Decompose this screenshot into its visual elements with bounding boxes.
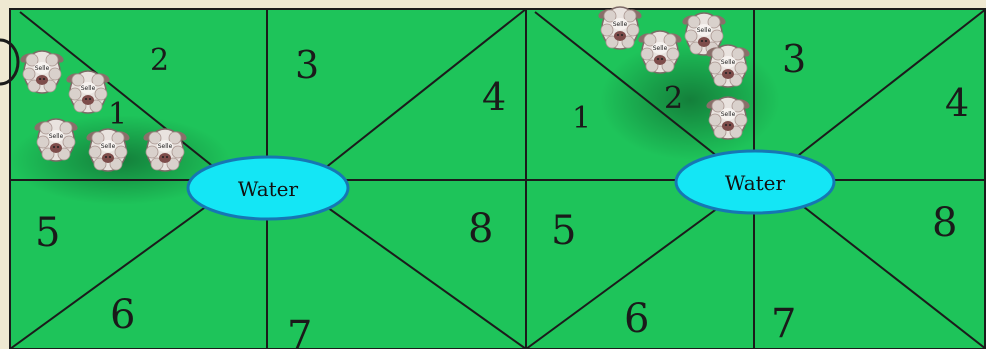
p2-section-8-label: 8	[932, 200, 957, 246]
sheep-marking-text: Selle	[613, 21, 628, 28]
p2-section-7-label: 7	[771, 301, 796, 347]
sheep-marking-text: Selle	[101, 143, 116, 150]
p2-section-3-label: 3	[782, 37, 806, 81]
paddock-2: 1 3 4 5 6 7 8 Water	[526, 9, 986, 349]
sheep-marking-text: Selle	[653, 45, 668, 52]
p2-section-5-label: 5	[551, 208, 576, 254]
sheep-marking-text: Selle	[158, 143, 173, 150]
p2-section-1-label: 1	[572, 101, 591, 136]
sheep-marking-text: Selle	[49, 133, 64, 140]
paddock-1: 2 3 4 5 6 7 8 Water	[10, 9, 526, 349]
sheep-marking-text: Selle	[721, 111, 736, 118]
p1-water-label: Water	[238, 177, 299, 201]
p1-section-4-label: 4	[482, 75, 506, 119]
sheep-marking-text: Selle	[697, 27, 712, 34]
p2-water-label: Water	[725, 171, 786, 195]
p1-section-2-label: 2	[150, 43, 169, 78]
p1-section-3-label: 3	[295, 43, 319, 87]
p1-section-7-label: 7	[287, 313, 312, 349]
p2-section-6-label: 6	[624, 296, 649, 342]
p1-section-5-label: 5	[35, 210, 60, 256]
p1-section-8-label: 8	[468, 206, 493, 252]
sheep-marking-text: Selle	[35, 65, 50, 72]
p1-section-6-label: 6	[110, 292, 135, 338]
p2-section-2-label: 2	[664, 81, 683, 116]
sheep-marking-text: Selle	[81, 85, 96, 92]
sheep-marking-text: Selle	[721, 59, 736, 66]
p1-section-1-label: 1	[108, 97, 127, 132]
p2-section-4-label: 4	[945, 81, 969, 125]
